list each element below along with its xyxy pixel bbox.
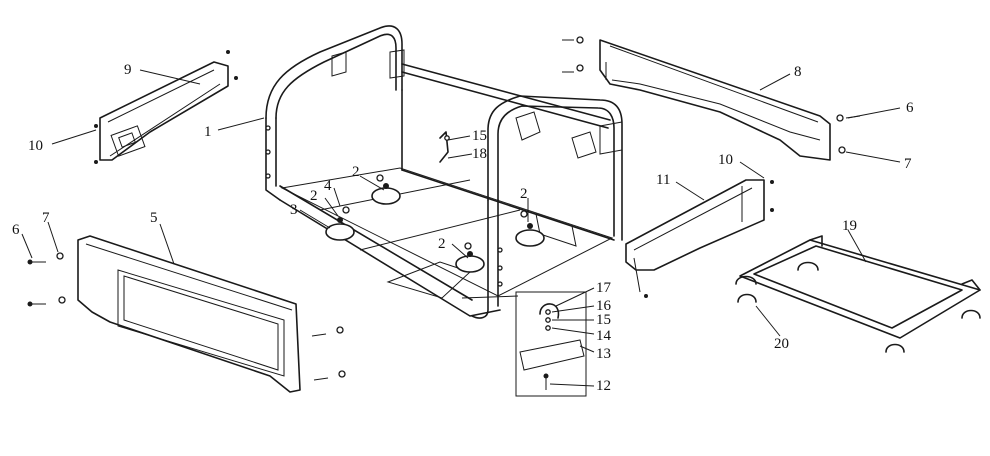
callout-2-c: 2 bbox=[438, 236, 446, 252]
callout-10-right: 10 bbox=[718, 152, 733, 168]
callout-16: 16 bbox=[596, 298, 612, 314]
callout-4: 4 bbox=[324, 178, 332, 194]
part-8-right-panel bbox=[562, 36, 861, 161]
callout-10-left: 10 bbox=[28, 138, 43, 154]
part-11-right-bracket bbox=[625, 179, 774, 298]
callout-6-right: 6 bbox=[906, 100, 914, 116]
callout-15-inset: 15 bbox=[596, 312, 611, 328]
callout-15-top: 15 bbox=[472, 128, 487, 144]
callout-5: 5 bbox=[150, 210, 158, 226]
part-19-leg-frame bbox=[735, 235, 981, 353]
callout-12: 12 bbox=[596, 378, 611, 394]
callout-2-d: 2 bbox=[520, 186, 528, 202]
callout-19: 19 bbox=[842, 218, 857, 234]
engine-mounts bbox=[325, 174, 545, 273]
callout-1: 1 bbox=[204, 124, 212, 140]
callout-3: 3 bbox=[290, 202, 298, 218]
callout-17: 17 bbox=[596, 280, 612, 296]
part-1-main-frame bbox=[265, 25, 623, 319]
callout-20: 20 bbox=[774, 336, 789, 352]
callout-9: 9 bbox=[124, 62, 132, 78]
callout-7-right: 7 bbox=[904, 156, 912, 172]
part-15-18-clip bbox=[439, 131, 450, 163]
callout-18: 18 bbox=[472, 146, 487, 162]
callout-8: 8 bbox=[794, 64, 802, 80]
callout-6-left: 6 bbox=[12, 222, 20, 238]
inset-detail-box bbox=[515, 291, 587, 397]
leader-lines bbox=[21, 69, 901, 387]
callout-13: 13 bbox=[596, 346, 611, 362]
callout-7-left: 7 bbox=[42, 210, 50, 226]
part-5-left-panel bbox=[27, 235, 346, 393]
callout-14: 14 bbox=[596, 328, 612, 344]
callout-labels: 9 10 1 2 4 2 3 2 2 5 7 6 15 18 8 6 7 10 … bbox=[12, 62, 914, 394]
callout-2-a: 2 bbox=[352, 164, 360, 180]
callout-11: 11 bbox=[656, 172, 670, 188]
part-9-left-bracket bbox=[94, 50, 238, 164]
callout-2-b: 2 bbox=[310, 188, 318, 204]
